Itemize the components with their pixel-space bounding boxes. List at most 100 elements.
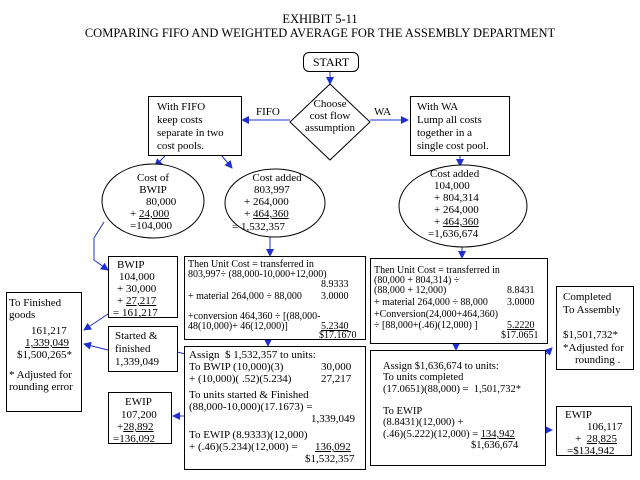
decision-line2: cost flow: [309, 110, 351, 122]
fifo-assign-line6: To EWIP (8.9333)(12,000): [189, 429, 308, 441]
completed-total: $1,501,732*: [563, 329, 618, 341]
wa-box-line3: together in a: [417, 127, 472, 139]
fifo-assign-line7: + (.46)(5.234)(12,000) =: [189, 441, 298, 453]
fifo-added-line1: Cost added: [252, 172, 302, 184]
decision-line1: Choose: [313, 98, 347, 110]
completed-note1: *Adjusted for: [563, 342, 624, 354]
wa-assign-line4: To EWIP: [383, 406, 423, 417]
fifo-added-line2: 803,997: [254, 184, 290, 196]
fifo-assign-value4: 136,092: [315, 441, 351, 453]
wa-added-line5: 464,360: [442, 216, 479, 228]
bwip-oval-line1: Cost of: [136, 172, 170, 184]
ewip-wa-line1: EWIP: [565, 409, 592, 421]
wa-unit-value3: 5.2220: [507, 320, 535, 331]
ewip-wa-line3: 28,825: [586, 433, 617, 445]
fifo-box-line4: cost pools.: [157, 140, 205, 152]
finished-line3: 161,217: [31, 325, 67, 337]
fifo-assign-value3: 1,339,049: [311, 413, 355, 425]
fifo-box-line2: keep costs: [157, 114, 203, 126]
fifo-unit-value2: 3.0000: [321, 291, 349, 302]
start-terminal: START: [303, 52, 359, 72]
ewip-wa-plus: +: [575, 433, 587, 445]
fifo-assign-line4: To units started & Finished: [189, 389, 309, 401]
fifo-box-line1: With FIFO: [157, 101, 206, 113]
ewip-fifo-box: EWIP 107,200 +28,892 =136,092: [108, 392, 172, 445]
wa-unit-value1: 8.8431: [507, 285, 535, 296]
fifo-method-box: With FIFO keep costs separate in two cos…: [148, 96, 242, 156]
bwip-box: BWIP 104,000 + 30,000 + 27,217 = 161,217: [108, 256, 178, 319]
wa-assign-total: $1,636,674: [471, 440, 519, 451]
finished-goods-box: To Finished goods 161,217 1,339,049 $1,5…: [6, 292, 82, 412]
ewip-wa-box: EWIP 106,117 + 28,825 =$134,942: [556, 406, 632, 457]
fifo-assign-line5: (88,000-10,000)(17.1673) =: [189, 401, 313, 413]
bwip-box-line4: 27,217: [125, 295, 157, 307]
fifo-unit-total: $17.1670: [319, 330, 357, 341]
wa-box-line4: single cost pool.: [417, 140, 489, 152]
ewip-wa-line2: 106,117: [587, 421, 623, 433]
wa-unit-value2: 3.0000: [507, 297, 535, 308]
start-label: START: [312, 55, 350, 69]
fifo-added-total: = 1,532,357: [232, 221, 285, 233]
exhibit-number: EXHIBIT 5-11: [282, 12, 358, 26]
fifo-unit-line1: Then Unit Cost = transferred in: [188, 259, 314, 270]
exhibit-title: COMPARING FIFO AND WEIGHTED AVERAGE FOR …: [84, 26, 556, 40]
completed-line2: To Assembly: [563, 304, 621, 316]
fifo-assign-total: $1,532,357: [305, 453, 355, 465]
fifo-box-line3: separate in two: [157, 127, 224, 139]
wa-box-line2: Lump all costs: [417, 114, 482, 126]
wa-assign-line6: (.46)(5.222)(12,000) =: [383, 429, 481, 440]
finished-line2: goods: [9, 309, 36, 321]
fifo-assign-line2: To BWIP (10,000)(3): [189, 361, 284, 373]
completed-assembly-box: Completed To Assembly $1,501,732* *Adjus…: [556, 286, 634, 370]
decision-line3: assumption: [304, 122, 356, 134]
wa-added-line1: Cost added: [430, 168, 480, 180]
started-line2: finished: [115, 343, 151, 355]
completed-note2: rounding .: [575, 354, 621, 366]
finished-total: $1,500,265*: [17, 349, 72, 361]
bwip-oval-line4: 24,000: [138, 208, 170, 220]
fifo-added-plus: +: [244, 208, 253, 220]
fifo-added-line4: 464,360: [252, 208, 289, 220]
fifo-unit-value3: 5.2340: [321, 321, 349, 332]
ewip-fifo-line2: 107,200: [121, 409, 157, 421]
wa-unit-line5: +Conversion(24,000+464,360): [374, 309, 499, 320]
wa-method-box: With WA Lump all costs together in a sin…: [410, 96, 510, 156]
ewip-fifo-plus: +: [117, 421, 124, 433]
fifo-unit-line4: +conversion 464,360 ÷ [(88,000-: [188, 311, 321, 322]
fifo-unit-line5: 48(10,000)+ 46(12,000)]: [188, 321, 288, 332]
wa-box-line1: With WA: [417, 101, 459, 113]
wa-added-plus: +: [434, 216, 443, 228]
ewip-fifo-line1: EWIP: [125, 396, 152, 408]
wa-assign-line3: (17.0651)(88,000) = 1,501,732*: [383, 384, 522, 395]
wa-assign-line5: (8.8431)(12,000) +: [383, 417, 464, 428]
started-line1: Started &: [115, 330, 158, 342]
bwip-box-line1: BWIP: [117, 259, 145, 271]
wa-unit-total: $17.0651: [501, 330, 539, 341]
started-line3: 1,339,049: [115, 356, 159, 368]
fifo-assign-box: Assign $ 1,532,357 to units: To BWIP (10…: [184, 346, 366, 470]
bwip-box-total: = 161,217: [113, 307, 158, 319]
finished-line1: To Finished: [9, 297, 62, 309]
wa-unit-line1: Then Unit Cost = transferred in: [374, 265, 500, 276]
bwip-box-line2: 104,000: [119, 271, 155, 283]
ewip-fifo-total: =136,092: [113, 433, 155, 445]
fifo-branch-label: FIFO: [256, 106, 280, 118]
ewip-fifo-line3: 28,892: [123, 421, 154, 433]
completed-line1: Completed: [563, 291, 612, 303]
bwip-box-line3: + 30,000: [117, 283, 157, 295]
wa-assign-line1: Assign $1,636,674 to units:: [383, 361, 499, 372]
wa-assign-value1: 134,942: [480, 429, 515, 440]
fifo-assign-line3: + (10,000)( .52)(5.234): [189, 373, 292, 385]
bwip-oval-total: =104,000: [130, 220, 172, 232]
finished-note2: rounding error: [9, 381, 73, 393]
bwip-oval-line2: BWIP: [139, 184, 167, 196]
wa-added-line3: + 804,314: [434, 192, 479, 204]
wa-unit-line4: + material 264,000 ÷ 88,000: [374, 297, 488, 308]
wa-added-total: =1,636,674: [428, 228, 479, 240]
wa-added-line4: + 264,000: [434, 204, 479, 216]
fifo-unit-value1: 8.9333: [321, 279, 349, 290]
fifo-unit-cost-box: Then Unit Cost = transferred in 803,997÷…: [184, 256, 366, 341]
fifo-assign-value1: 30,000: [321, 361, 352, 373]
fifo-assign-value2: 27,217: [321, 373, 352, 385]
